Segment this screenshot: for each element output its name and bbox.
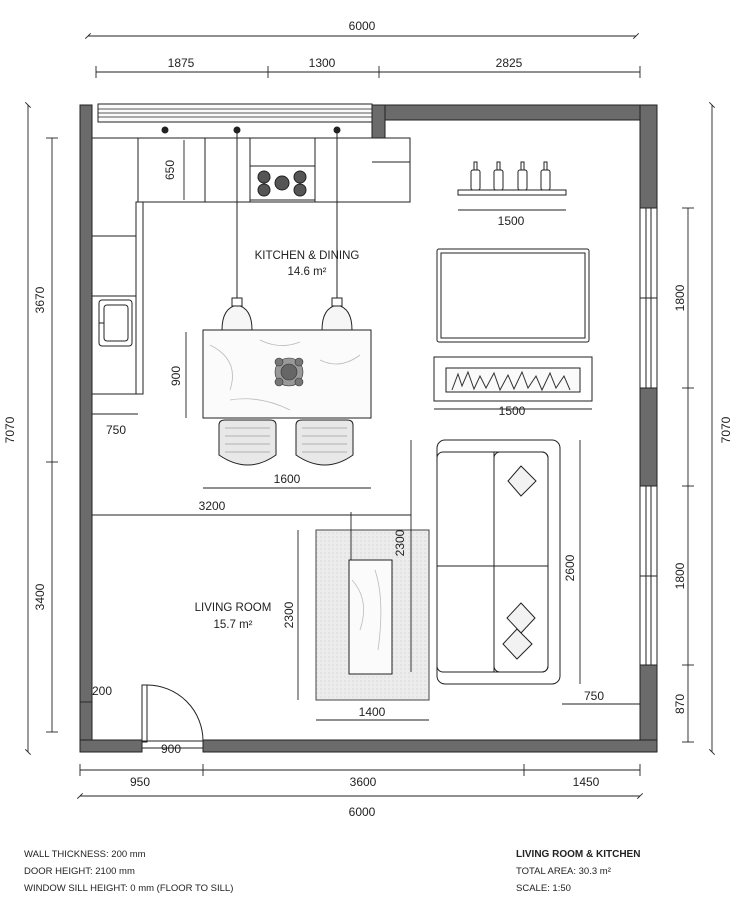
- dim-sofa-clearance: 750: [584, 689, 604, 703]
- room-name-kitchen: KITCHEN & DINING: [255, 250, 360, 262]
- bottom-wall: [79, 739, 143, 753]
- dim-top-seg-1: 1875: [168, 56, 195, 70]
- cushion: [506, 602, 536, 634]
- dim-counter-width: 750: [106, 423, 126, 437]
- plan-summary: LIVING ROOM & KITCHEN TOTAL AREA: 30.3 m…: [516, 846, 640, 897]
- room-labels: KITCHEN & DINING 14.6 m² LIVING ROOM 15.…: [195, 250, 360, 631]
- dim-door-width: 900: [161, 742, 181, 756]
- dim-shelf-width: 1500: [498, 214, 525, 228]
- sink: [98, 299, 133, 347]
- plan-notes: WALL THICKNESS: 200 mm DOOR HEIGHT: 2100…: [24, 846, 233, 897]
- dim-left-upper: 3670: [33, 286, 47, 313]
- coffee-table: [348, 559, 393, 675]
- pendant-lights: [161, 126, 353, 331]
- dim-top-overall: 6000: [349, 19, 376, 33]
- television: [436, 248, 590, 343]
- dim-rug-depth: 2300: [282, 601, 296, 628]
- cushion: [507, 465, 537, 497]
- dim-bottom-seg-1: 950: [130, 775, 150, 789]
- dim-left-overall: 7070: [3, 416, 17, 443]
- kitchen-rail: [97, 103, 373, 123]
- dim-top-seg-3: 2825: [496, 56, 523, 70]
- plan-scale: SCALE: 1:50: [516, 883, 571, 894]
- dining-chairs: [218, 419, 354, 466]
- plan-total-area: TOTAL AREA: 30.3 m²: [516, 866, 611, 877]
- entry-door: [141, 684, 204, 743]
- dim-right-window-2: 1800: [673, 562, 687, 589]
- note-window-sill: WINDOW SILL HEIGHT: 0 mm (FLOOR TO SILL): [24, 883, 234, 894]
- left-wall: [79, 104, 93, 753]
- room-name-living: LIVING ROOM: [195, 602, 272, 614]
- dim-right-overall: 7070: [719, 416, 733, 443]
- note-door-height: DOOR HEIGHT: 2100 mm: [24, 866, 135, 877]
- window-upper: [639, 207, 658, 389]
- dimension-labels: 6000 1875 1300 2825 950 3600 1450 6000 7…: [3, 19, 733, 819]
- dim-split: 3200: [199, 499, 226, 513]
- dim-bottom-seg-2: 3600: [350, 775, 377, 789]
- dining-table: [202, 329, 372, 419]
- plan-title: LIVING ROOM & KITCHEN: [516, 849, 641, 860]
- dim-right-bottom: 870: [673, 694, 687, 714]
- window-lower: [639, 485, 658, 666]
- dim-right-window-1: 1800: [673, 284, 687, 311]
- note-wall-thickness: WALL THICKNESS: 200 mm: [24, 849, 146, 860]
- bottom-wall: [202, 739, 658, 753]
- dim-fireplace-width: 1500: [499, 404, 526, 418]
- right-wall: [639, 664, 658, 753]
- wall-shelf: [457, 161, 567, 196]
- dim-top-seg-2: 1300: [309, 56, 336, 70]
- dim-door-wall: 200: [92, 684, 112, 698]
- dimension-lines: [24, 32, 716, 800]
- dim-bottom-overall: 6000: [349, 805, 376, 819]
- room-area-living: 15.7 m²: [214, 619, 253, 631]
- right-wall: [639, 104, 658, 209]
- room-area-kitchen: 14.6 m²: [288, 266, 327, 278]
- cooktop: [249, 165, 316, 201]
- right-wall: [639, 387, 658, 487]
- centerpiece-flowers: [274, 357, 304, 387]
- dim-table-depth: 900: [169, 366, 183, 386]
- sofa: [436, 439, 561, 685]
- dim-counter-depth: 650: [163, 160, 177, 180]
- dim-sofa-length: 2600: [563, 554, 577, 581]
- fireplace: [433, 356, 593, 402]
- dim-table-width: 1600: [274, 472, 301, 486]
- dim-bottom-seg-3: 1450: [573, 775, 600, 789]
- top-wall-right: [371, 104, 658, 121]
- walls: [79, 104, 658, 753]
- cushion: [502, 628, 533, 660]
- dim-coffee-table-depth: 2300: [393, 529, 407, 556]
- dim-left-lower: 3400: [33, 583, 47, 610]
- dim-rug-width: 1400: [359, 705, 386, 719]
